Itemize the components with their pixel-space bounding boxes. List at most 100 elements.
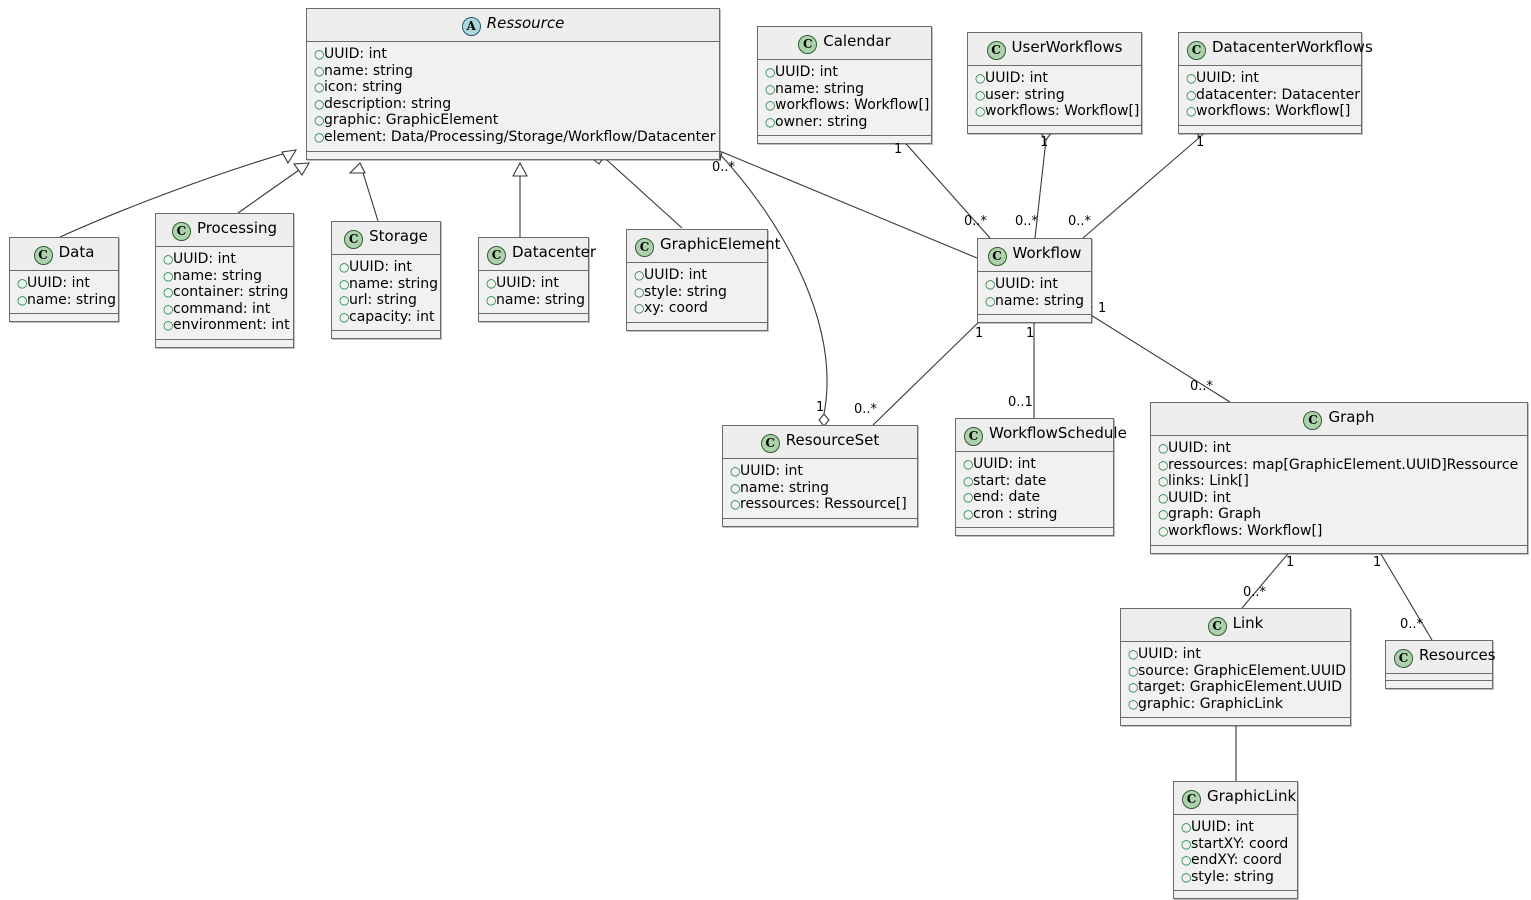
visibility-public-icon: ○ <box>634 301 645 316</box>
attribute-text: graph: Graph <box>1168 506 1262 523</box>
multiplicity-label: 1 <box>1098 301 1107 316</box>
class-name-resources: Resources <box>1419 645 1496 664</box>
class-attributes-userworkflows: ○UUID: int○user: string○workflows: Workf… <box>968 66 1141 126</box>
attribute-text: owner: string <box>775 113 868 130</box>
attribute-text: workflows: Workflow[] <box>1196 103 1351 120</box>
class-name-datacenter: Datacenter <box>512 242 597 261</box>
attribute-text: workflows: Workflow[] <box>1168 522 1323 539</box>
attribute-text: UUID: int <box>775 64 838 80</box>
attribute-text: name: string <box>740 479 830 496</box>
attribute-text: graphic: GraphicElement <box>324 112 499 129</box>
attribute-row: ○datacenter: Datacenter <box>1186 87 1360 104</box>
attribute-row: ○target: GraphicElement.UUID <box>1128 679 1343 696</box>
class-attributes-ressource: ○UUID: int○name: string○icon: string○des… <box>307 42 719 152</box>
attribute-row: ○UUID: int <box>314 46 712 63</box>
attribute-text: UUID: int <box>995 276 1058 292</box>
class-icon: C <box>1207 617 1227 636</box>
class-methods-resources <box>1386 681 1492 688</box>
multiplicity-label: 0..* <box>1190 379 1214 394</box>
class-icon: C <box>1187 41 1206 60</box>
attribute-text: graphic: GraphicLink <box>1138 695 1283 712</box>
class-attributes-graph: ○UUID: int○ressources: map[GraphicElemen… <box>1151 436 1527 546</box>
visibility-public-icon: ○ <box>1181 853 1192 868</box>
visibility-public-icon: ○ <box>1128 696 1139 711</box>
attribute-text: element: Data/Processing/Storage/Workflo… <box>324 128 716 145</box>
class-attributes-processing: ○UUID: int○name: string○container: strin… <box>156 247 293 340</box>
class-methods-resourceset <box>723 518 917 526</box>
edge-datacenterworkflows-workflow <box>1082 124 1207 239</box>
visibility-public-icon: ○ <box>1158 441 1169 455</box>
attribute-text: UUID: int <box>1168 489 1231 506</box>
visibility-public-icon: ○ <box>1128 647 1139 661</box>
multiplicity-label: 1 <box>1040 135 1049 150</box>
attribute-text: description: string <box>324 95 452 112</box>
attribute-row: ○name: string <box>486 292 585 309</box>
attribute-text: ressources: Ressource[] <box>740 496 907 513</box>
class-attributes-graphiclink: ○UUID: int○startXY: coord○endXY: coord○s… <box>1174 815 1297 892</box>
attribute-text: endXY: coord <box>1191 852 1283 869</box>
attribute-row: ○icon: string <box>314 79 712 96</box>
attribute-row: ○user: string <box>975 87 1134 104</box>
class-icon: C <box>760 434 780 453</box>
class-icon: C <box>1303 411 1323 430</box>
attribute-text: name: string <box>349 275 439 292</box>
attribute-text: end: date <box>973 489 1041 506</box>
class-name-workflow: Workflow <box>1012 243 1082 262</box>
attribute-row: ○UUID: int <box>163 251 286 268</box>
class-methods-datacenter <box>479 314 588 322</box>
attribute-text: source: GraphicElement.UUID <box>1138 662 1347 679</box>
visibility-public-icon: ○ <box>975 87 986 102</box>
attribute-text: name: string <box>324 62 414 79</box>
class-attributes-workflowschedule: ○UUID: int○start: date○end: date○cron : … <box>956 452 1113 529</box>
attribute-row: ○name: string <box>730 480 910 497</box>
attribute-text: command: int <box>173 300 271 317</box>
multiplicity-label: 0..1 <box>1008 395 1033 410</box>
attribute-row: ○element: Data/Processing/Storage/Workfl… <box>314 128 716 146</box>
attribute-row: ○xy: coord <box>634 300 760 317</box>
attribute-row: ○name: string <box>765 81 924 98</box>
class-methods-processing <box>156 339 293 347</box>
class-name-datacenterworkflows: DatacenterWorkflows <box>1212 37 1373 56</box>
visibility-public-icon: ○ <box>765 81 776 96</box>
class-icon: C <box>171 222 191 241</box>
visibility-public-icon: ○ <box>163 268 174 283</box>
visibility-public-icon: ○ <box>765 65 776 79</box>
attribute-row: ○graphic: GraphicLink <box>1128 696 1343 713</box>
attribute-row: ○command: int <box>163 301 286 318</box>
visibility-public-icon: ○ <box>765 98 776 113</box>
visibility-public-icon: ○ <box>1186 87 1197 102</box>
class-methods-storage <box>332 331 440 339</box>
multiplicity-label: 0..* <box>1015 214 1039 229</box>
class-header-resourceset: C ResourceSet <box>723 426 917 459</box>
multiplicity-label: 1 <box>975 326 984 341</box>
edge-processing-inherits-ressource <box>237 162 310 214</box>
class-attributes-workflow: ○UUID: int○name: string <box>978 272 1091 316</box>
visibility-public-icon: ○ <box>985 277 996 291</box>
class-name-resourceset: ResourceSet <box>785 430 880 449</box>
class-methods-datacenterworkflows <box>1179 125 1361 133</box>
class-icon: C <box>798 35 818 54</box>
visibility-public-icon: ○ <box>1158 474 1169 489</box>
visibility-public-icon: ○ <box>1181 869 1192 884</box>
visibility-public-icon: ○ <box>1158 457 1169 472</box>
